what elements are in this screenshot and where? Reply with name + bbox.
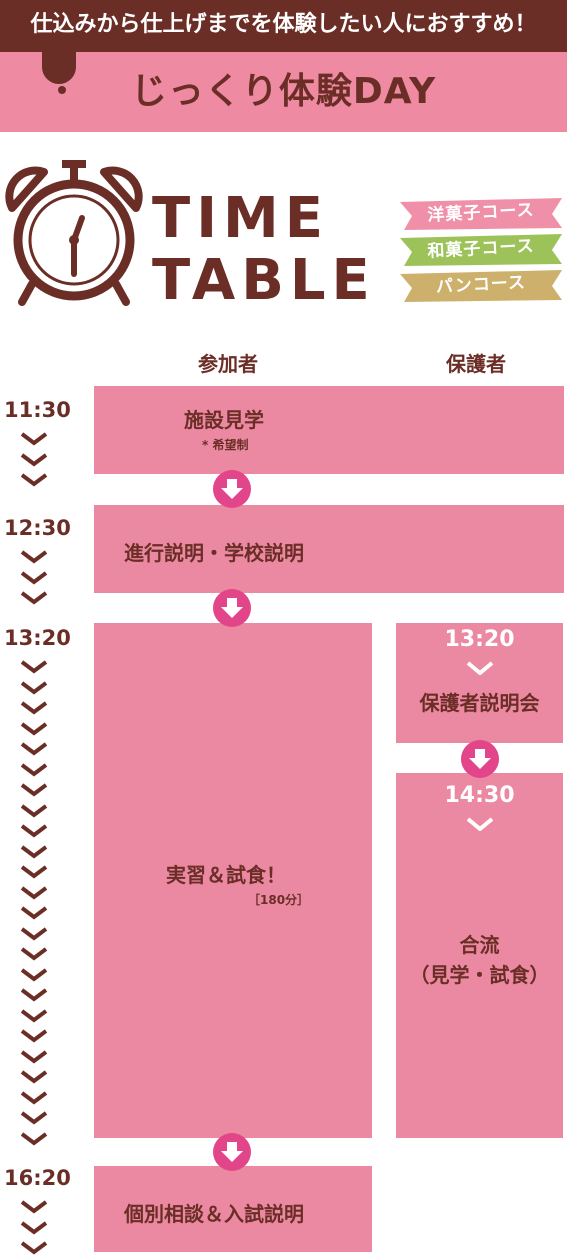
block-practice-label: 実習＆試食！ — [166, 863, 286, 887]
ribbon-shape — [400, 234, 562, 266]
block-practice: 実習＆試食！ ［180分］ — [94, 623, 372, 1138]
arrow-down-glyph — [221, 1142, 243, 1162]
chevron-down-icon — [20, 762, 48, 776]
chevron-down-icon — [20, 947, 48, 961]
course-ribbon-western: 洋菓子コース — [400, 198, 562, 230]
chevron-down-icon — [466, 661, 494, 675]
guardian-join-time: 14:30 — [444, 783, 515, 808]
chevron-down-icon — [20, 1029, 48, 1043]
column-header-guardian: 保護者 — [446, 352, 506, 376]
time-label-1320: 13:20 — [4, 626, 71, 650]
chevron-down-icon — [20, 452, 48, 466]
column-header-participant: 参加者 — [198, 352, 258, 376]
block-facility-tour-label: 施設見学 — [184, 408, 264, 432]
chevron-down-icon — [20, 1070, 48, 1084]
chevron-down-icon — [20, 680, 48, 694]
chevron-down-icon — [20, 550, 48, 564]
chevron-down-icon — [20, 783, 48, 797]
arrow-down-glyph — [221, 598, 243, 618]
chevron-down-icon — [20, 906, 48, 920]
timetable-title-line1: TIME — [152, 186, 330, 251]
ribbon-shape — [400, 270, 562, 302]
chevron-down-icon — [20, 885, 48, 899]
chevron-down-icon — [20, 967, 48, 981]
chevron-down-icon — [20, 1049, 48, 1063]
chevron-down-icon — [20, 701, 48, 715]
chocolate-drip-icon — [42, 40, 76, 84]
chevron-down-icon — [20, 844, 48, 858]
chevron-down-icon — [20, 742, 48, 756]
down-arrow-icon — [213, 1133, 251, 1171]
chevron-down-icon — [20, 926, 48, 940]
chevron-down-icon — [20, 721, 48, 735]
down-arrow-icon — [213, 589, 251, 627]
down-arrow-icon — [213, 470, 251, 508]
timetable-title-line2: TABLE — [152, 248, 376, 313]
block-briefing: 進行説明・学校説明 — [94, 505, 564, 593]
chevron-down-icon — [466, 817, 494, 831]
block-briefing-label: 進行説明・学校説明 — [124, 541, 304, 565]
chevron-down-icon — [20, 660, 48, 674]
time-label-1620: 16:20 — [4, 1166, 71, 1190]
chevron-down-icon — [20, 865, 48, 879]
alarm-clock-icon — [5, 160, 143, 306]
timetable-title: TIME TABLE — [152, 188, 376, 312]
block-guardian-session: 13:20 保護者説明会 — [396, 623, 563, 743]
down-arrow-icon — [461, 740, 499, 778]
chevron-down-icon — [20, 1111, 48, 1125]
block-consultation-label: 個別相談＆入試説明 — [124, 1202, 304, 1226]
block-facility-tour-note: * 希望制 — [202, 438, 249, 452]
chevron-down-icon — [20, 1200, 48, 1214]
chevron-down-icon — [20, 988, 48, 1002]
ribbon-shape — [400, 198, 562, 230]
course-ribbon-bread: パンコース — [400, 270, 562, 302]
chevron-down-icon — [20, 824, 48, 838]
chevron-down-icon — [20, 473, 48, 487]
chevron-down-icon — [20, 1131, 48, 1145]
block-guardian-join: 14:30 合流 （見学・試食） — [396, 773, 563, 1138]
chevron-down-icon — [20, 803, 48, 817]
header-banner-top — [0, 0, 567, 52]
guardian-join-label-line1: 合流 — [459, 933, 500, 957]
header-subtitle: 仕込みから仕上げまでを体験したい人におすすめ！ — [30, 12, 537, 37]
chevron-down-icon — [20, 1008, 48, 1022]
guardian-join-label-line2: （見学・試食） — [409, 963, 550, 987]
guardian-session-label: 保護者説明会 — [419, 691, 540, 715]
time-label-1130: 11:30 — [4, 398, 71, 422]
chevron-down-icon — [20, 1241, 48, 1255]
chevron-down-icon — [20, 1220, 48, 1234]
arrow-down-glyph — [221, 479, 243, 499]
chevron-down-icon — [20, 432, 48, 446]
guardian-session-time: 13:20 — [444, 627, 515, 652]
block-practice-note: ［180分］ — [248, 893, 310, 907]
time-label-1230: 12:30 — [4, 516, 71, 540]
chocolate-drop-icon — [58, 86, 66, 94]
chevron-down-icon — [20, 591, 48, 605]
arrow-down-glyph — [469, 749, 491, 769]
chevron-down-icon — [20, 570, 48, 584]
course-ribbon-japanese: 和菓子コース — [400, 234, 562, 266]
block-facility-tour: 施設見学 * 希望制 — [94, 386, 564, 474]
block-consultation: 個別相談＆入試説明 — [94, 1166, 372, 1252]
chevron-down-icon — [20, 1090, 48, 1104]
header-title: じっくり体験DAY — [130, 71, 437, 112]
